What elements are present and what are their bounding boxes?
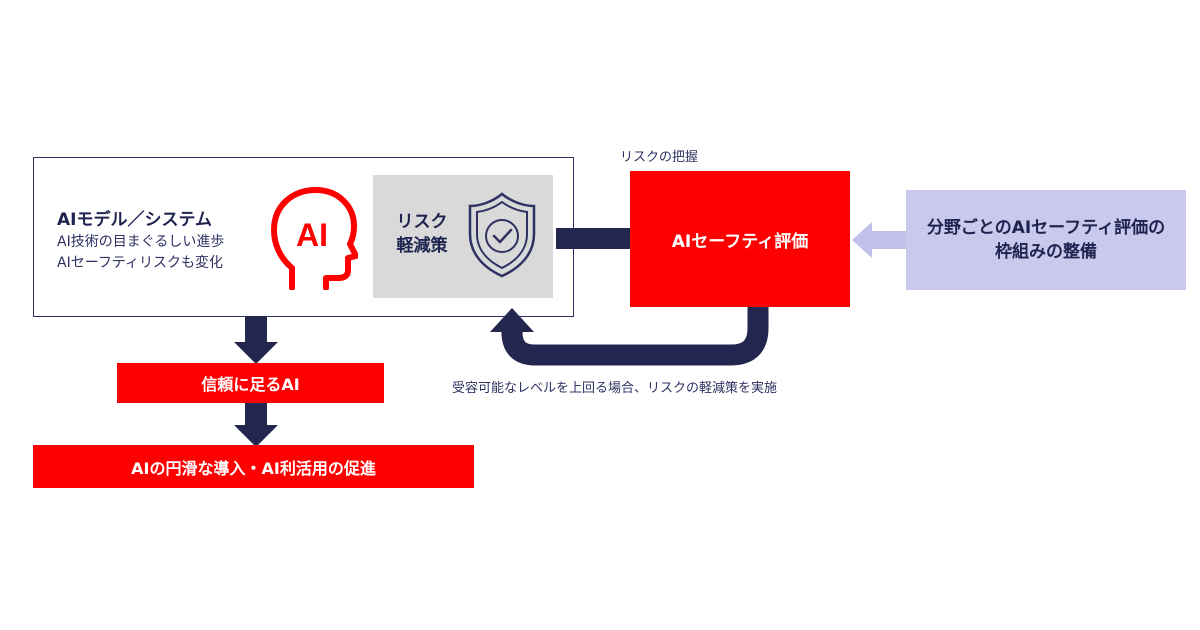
down-arrow-icon xyxy=(234,403,278,447)
ai-safety-evaluation-label: AIセーフティ評価 xyxy=(671,231,809,252)
ai-adoption-box: AIの円滑な導入・AI利活用の促進 xyxy=(33,445,474,488)
risk-mitigation-line: 軽減策 xyxy=(396,236,448,256)
evaluation-framework-box: 分野ごとのAIセーフティ評価の 枠組みの整備 xyxy=(906,190,1186,290)
risk-capture-connector xyxy=(556,228,631,249)
system-line-risk-change: AIセーフティリスクも変化 xyxy=(57,255,224,271)
ai-icon-text: AI xyxy=(296,217,328,253)
shield-check-icon xyxy=(468,192,536,278)
risk-capture-caption: リスクの把握 xyxy=(620,150,699,165)
ai-safety-evaluation-box: AIセーフティ評価 xyxy=(630,171,850,307)
ai-adoption-label: AIの円滑な導入・AI利活用の促進 xyxy=(131,458,376,478)
system-title: AIモデル／システム xyxy=(57,210,212,230)
feedback-arrow-icon xyxy=(490,307,769,366)
trustworthy-ai-box: 信頼に足るAI xyxy=(117,363,384,403)
ai-head-icon: AI xyxy=(271,187,358,290)
trustworthy-ai-label: 信頼に足るAI xyxy=(201,375,300,394)
down-arrow-icon xyxy=(234,316,278,364)
risk-mitigation-line: リスク xyxy=(396,212,448,232)
risk-mitigation-box xyxy=(373,175,553,298)
left-arrow-icon xyxy=(852,222,908,258)
risk-mitigation-text: リスク軽減策 xyxy=(397,212,448,256)
feedback-caption: 受容可能なレベルを上回る場合、リスクの軽減策を実施 xyxy=(452,381,778,396)
risk-mitigation-label: リスク軽減策 xyxy=(392,210,452,258)
evaluation-framework-label: 分野ごとのAIセーフティ評価の 枠組みの整備 xyxy=(926,218,1166,262)
system-line-progress: AI技術の目まぐるしい進歩 xyxy=(57,234,225,250)
